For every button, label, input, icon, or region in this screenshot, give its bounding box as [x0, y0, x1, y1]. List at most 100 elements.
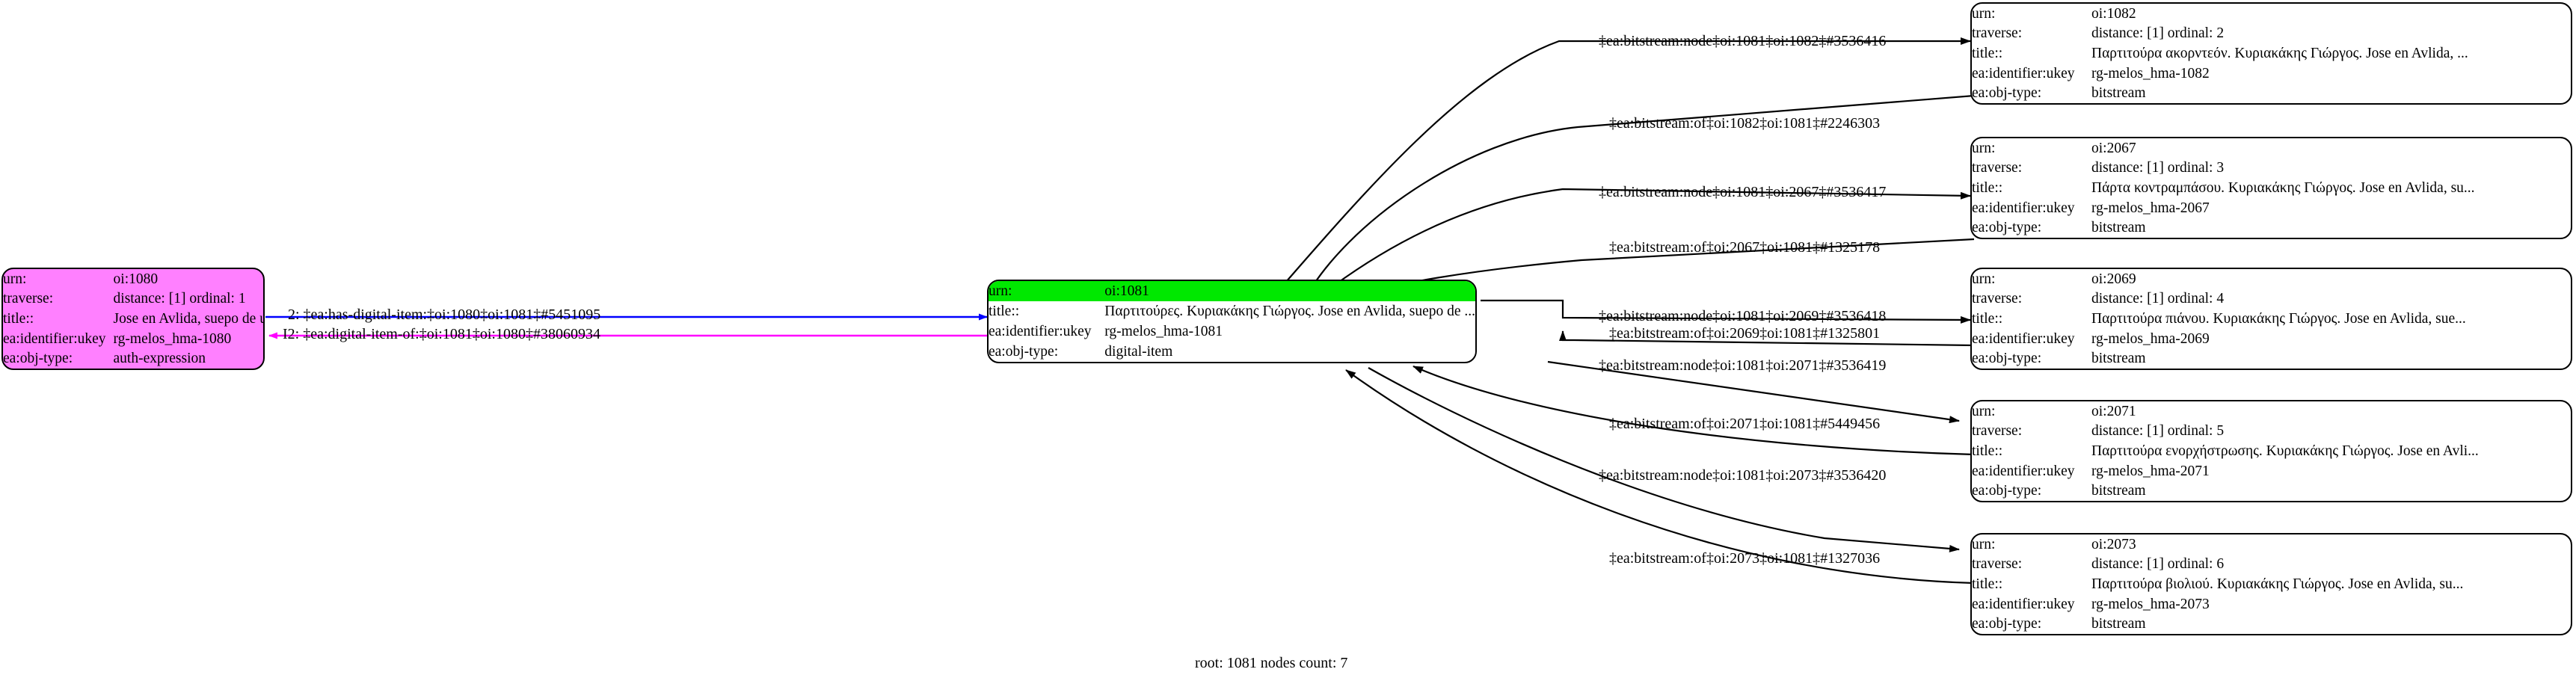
field-objtype: ea:obj-type: digital-item	[989, 342, 1475, 362]
edge-label-bitstream-of-2067: ‡ea:bitstream:of‡oi:2067‡oi:1081‡#132517…	[1609, 239, 1881, 256]
field-value-ukey: rg-melos_hma-2069	[2091, 330, 2210, 347]
field-value-ukey: rg-melos_hma-2067	[2091, 200, 2210, 216]
field-label-objtype: ea:obj-type:	[1972, 220, 2042, 236]
field-value-objtype: bitstream	[2091, 351, 2146, 367]
field-value-urn: oi:2071	[2091, 403, 2136, 419]
field-value-objtype: auth-expression	[113, 351, 206, 367]
field-traverse: traverse: distance: [1] ordinal: 4	[1972, 289, 2571, 309]
field-label-urn: urn:	[1972, 403, 1996, 419]
edge-1082-to-1081	[1304, 94, 1975, 300]
node-oi-2071[interactable]: urn: oi:2071 traverse: distance: [1] ord…	[1970, 400, 2572, 502]
field-urn: urn: oi:1082	[1972, 4, 2571, 24]
field-value-objtype: bitstream	[2091, 483, 2146, 499]
field-objtype: ea:obj-type: bitstream	[1972, 348, 2571, 369]
edge-label-bitstream-of-2069: ‡ea:bitstream:of‡oi:2069‡oi:1081‡#132580…	[1609, 325, 1881, 342]
field-traverse: traverse: distance: [1] ordinal: 6	[1972, 555, 2571, 575]
field-title: title:: Jose en Avlida, suepo de un extr…	[3, 309, 263, 329]
field-urn: urn: oi:2067	[1972, 138, 2571, 158]
field-title: title:: Παρτιτούρα ενορχήστρωσης. Κυριακ…	[1972, 441, 2571, 461]
field-label-ukey: ea:identifier:ukey	[1972, 200, 2075, 216]
field-value-objtype: bitstream	[2091, 85, 2146, 102]
edge-label-has-digital-item: 2: ‡ea:has-digital-item:‡oi:1080‡oi:1081…	[288, 306, 601, 323]
field-value-title: Jose en Avlida, suepo de un extranjero, …	[113, 310, 263, 327]
field-label-objtype: ea:obj-type:	[1972, 616, 2042, 632]
field-ukey: ea:identifier:ukey rg-melos_hma-1082	[1972, 64, 2571, 84]
field-label-ukey: ea:identifier:ukey	[1972, 65, 2075, 81]
node-oi-2073[interactable]: urn: oi:2073 traverse: distance: [1] ord…	[1970, 533, 2572, 635]
node-fields: urn: oi:2069 traverse: distance: [1] ord…	[1972, 269, 2571, 369]
field-value-urn: oi:1080	[113, 271, 159, 287]
node-fields: urn: oi:2071 traverse: distance: [1] ord…	[1972, 401, 2571, 501]
field-title: title:: Παρτιτούρα πιάνου. Κυριακάκης Γι…	[1972, 309, 2571, 329]
node-fields: urn: oi:2067 traverse: distance: [1] ord…	[1972, 138, 2571, 238]
field-traverse: traverse: distance: [1] ordinal: 3	[1972, 158, 2571, 179]
edge-label-bitstream-of-2073: ‡ea:bitstream:of‡oi:2073‡oi:1081‡#132703…	[1609, 550, 1881, 567]
field-label-objtype: ea:obj-type:	[1972, 483, 2042, 499]
field-ukey: ea:identifier:ukey rg-melos_hma-2071	[1972, 461, 2571, 481]
field-title: title:: Παρτιτούρα ακορντεόν. Κυριακάκης…	[1972, 43, 2571, 64]
field-ukey: ea:identifier:ukey rg-melos_hma-1081	[989, 321, 1475, 342]
field-value-traverse: distance: [1] ordinal: 6	[2091, 556, 2225, 573]
edge-label-bitstream-node-2073: ‡ea:bitstream:node‡oi:1081‡oi:2073‡#3536…	[1599, 467, 1887, 484]
edge-2073-to-1081	[1345, 369, 1975, 585]
edge-2071-to-1081	[1413, 365, 1975, 456]
field-objtype: ea:obj-type: bitstream	[1972, 83, 2571, 103]
field-label-title: title::	[1972, 310, 2003, 327]
edge-label-bitstream-node-2067: ‡ea:bitstream:node‡oi:1081‡oi:2067‡#3536…	[1599, 184, 1887, 200]
field-title: title:: Πάρτα κοντραμπάσου. Κυριακάκης Γ…	[1972, 178, 2571, 198]
field-objtype: ea:obj-type: bitstream	[1972, 481, 2571, 501]
field-urn: urn: oi:1080	[3, 269, 263, 289]
node-fields: urn: oi:2073 traverse: distance: [1] ord…	[1972, 534, 2571, 634]
field-value-urn: oi:1082	[2091, 5, 2136, 22]
edge-label-bitstream-of-1082: ‡ea:bitstream:of‡oi:1082‡oi:1081‡#224630…	[1609, 115, 1881, 132]
node-oi-2069[interactable]: urn: oi:2069 traverse: distance: [1] ord…	[1970, 268, 2572, 370]
field-value-title: Παρτιτούρα πιάνου. Κυριακάκης Γιώργος. J…	[2091, 310, 2466, 327]
field-title: title:: Παρτιτούρα βιολιού. Κυριακάκης Γ…	[1972, 574, 2571, 594]
field-ukey: ea:identifier:ukey rg-melos_hma-1080	[3, 329, 263, 349]
field-value-title: Πάρτα κοντραμπάσου. Κυριακάκης Γιώργος. …	[2091, 179, 2475, 196]
field-label-title: title::	[1972, 443, 2003, 459]
node-fields: urn: oi:1082 traverse: distance: [1] ord…	[1972, 4, 2571, 103]
field-label-title: title::	[1972, 576, 2003, 592]
field-label-urn: urn:	[1972, 5, 1996, 22]
edge-1081-to-2071	[1547, 360, 1960, 424]
graph-caption: root: 1081 nodes count: 7	[1195, 655, 1348, 671]
field-label-ukey: ea:identifier:ukey	[1972, 463, 2075, 479]
field-urn: urn: oi:1081	[989, 281, 1475, 301]
field-label-title: title::	[989, 303, 1020, 319]
field-value-ukey: rg-melos_hma-2073	[2091, 596, 2210, 612]
edge-1081-to-2069	[1481, 299, 1971, 324]
field-value-objtype: bitstream	[2091, 616, 2146, 632]
field-value-objtype: digital-item	[1104, 344, 1173, 360]
node-oi-1082[interactable]: urn: oi:1082 traverse: distance: [1] ord…	[1970, 2, 2572, 105]
edge-1081-to-2073	[1368, 367, 1960, 552]
field-title: title:: Παρτιτούρες. Κυριακάκης Γιώργος.…	[989, 301, 1475, 321]
field-value-traverse: distance: [1] ordinal: 5	[2091, 423, 2225, 440]
field-value-traverse: distance: [1] ordinal: 4	[2091, 291, 2225, 307]
field-label-traverse: traverse:	[1972, 556, 2023, 573]
field-label-urn: urn:	[3, 271, 27, 287]
field-label-title: title::	[1972, 45, 2003, 61]
field-urn: urn: oi:2069	[1972, 269, 2571, 289]
field-value-ukey: rg-melos_hma-1081	[1104, 324, 1223, 339]
field-value-ukey: rg-melos_hma-2071	[2091, 463, 2210, 479]
node-oi-2067[interactable]: urn: oi:2067 traverse: distance: [1] ord…	[1970, 137, 2572, 239]
field-label-urn: urn:	[1972, 536, 1996, 552]
field-label-objtype: ea:obj-type:	[3, 351, 73, 367]
field-urn: urn: oi:2071	[1972, 401, 2571, 422]
field-objtype: ea:obj-type: bitstream	[1972, 614, 2571, 634]
edge-2069-to-1081	[1559, 330, 1975, 347]
field-label-traverse: traverse:	[1972, 291, 2023, 307]
edge-label-bitstream-node-2069: ‡ea:bitstream:node‡oi:1081‡oi:2069‡#3536…	[1599, 308, 1887, 324]
field-label-objtype: ea:obj-type:	[989, 344, 1059, 360]
field-label-urn: urn:	[1972, 271, 1996, 287]
node-oi-1080[interactable]: urn: oi:1080 traverse: distance: [1] ord…	[1, 268, 265, 370]
field-ukey: ea:identifier:ukey rg-melos_hma-2069	[1972, 329, 2571, 349]
field-urn: urn: oi:2073	[1972, 534, 2571, 555]
node-oi-1081-root[interactable]: urn: oi:1081 title:: Παρτιτούρες. Κυριακ…	[987, 280, 1477, 363]
field-traverse: traverse: distance: [1] ordinal: 2	[1972, 24, 2571, 44]
field-traverse: traverse: distance: [1] ordinal: 5	[1972, 422, 2571, 442]
field-traverse: traverse: distance: [1] ordinal: 1	[3, 289, 263, 309]
field-value-title: Παρτιτούρα ενορχήστρωσης. Κυριακάκης Γιώ…	[2091, 443, 2479, 459]
